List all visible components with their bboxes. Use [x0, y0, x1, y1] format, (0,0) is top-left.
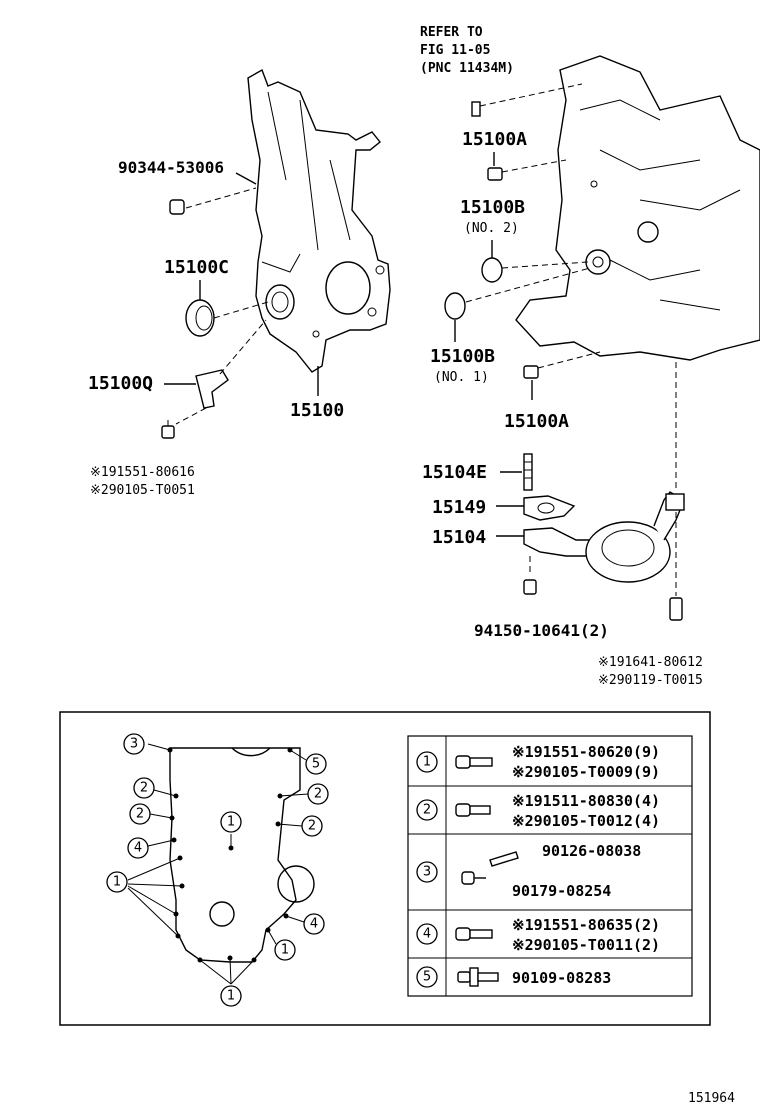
svg-text:2: 2	[136, 807, 144, 822]
o-ring-no2	[481, 257, 503, 283]
svg-text:4: 4	[134, 841, 142, 856]
sensor-bolt-alt2: ※290105-T0051	[90, 483, 195, 498]
bolt-map-dots	[167, 747, 293, 963]
oil-seal-15100C	[185, 299, 215, 337]
part-15100B-bot-note: (NO. 1)	[434, 370, 489, 385]
table-row-1: 1 ※191551-80620(9) ※290105-T0009(9)	[416, 743, 660, 781]
table-row-4-line2: ※290105-T0011(2)	[512, 936, 660, 954]
part-15100B-top-note: (NO. 2)	[464, 221, 519, 236]
svg-text:1: 1	[281, 943, 289, 958]
callout-3: 3	[123, 733, 145, 755]
part-15100A-top-label: 15100A	[462, 129, 527, 150]
bolt-icon	[455, 755, 471, 769]
part-15149-label: 15149	[432, 497, 486, 518]
part-15100-label: 15100	[290, 400, 344, 421]
callout-1b: 1	[220, 811, 242, 833]
refer-line1: REFER TO	[420, 25, 483, 40]
callout-4b: 4	[303, 913, 325, 935]
nut-94150	[523, 579, 537, 595]
timing-cover-outline	[247, 68, 391, 373]
table-row-5-index: 5	[423, 970, 431, 985]
table-row-1-index: 1	[423, 755, 431, 770]
stud-15104E	[523, 453, 533, 491]
table-row-4-index: 4	[423, 927, 431, 942]
bolt-map-frame	[59, 711, 711, 1026]
table-row-4-line1: ※191551-80635(2)	[512, 916, 660, 934]
table-row-1-line2: ※290105-T0009(9)	[512, 763, 660, 781]
part-15100B-top-label: 15100B	[460, 197, 525, 218]
timing-cover-assembly	[247, 68, 391, 373]
table-row-5: 5 90109-08283	[416, 966, 611, 988]
svg-text:2: 2	[140, 781, 148, 796]
table-row-1-line1: ※191551-80620(9)	[512, 743, 660, 761]
callout-1c: 1	[274, 939, 296, 961]
part-15100Q-label: 15100Q	[88, 373, 153, 394]
sensor-bolt-alt1: ※191551-80616	[90, 465, 195, 480]
strainer-bolt-alt2: ※290119-T0015	[598, 673, 703, 688]
callout-2d: 2	[301, 815, 323, 837]
part-15100A-bot-label: 15100A	[504, 411, 569, 432]
table-row-2-line1: ※191511-80830(4)	[512, 792, 660, 810]
part-94150-label: 94150-10641(2)	[474, 621, 609, 640]
callout-1a: 1	[106, 871, 128, 893]
plug-90344	[169, 199, 185, 215]
refer-line3: (PNC 11434M)	[420, 61, 514, 76]
callout-2a: 2	[133, 777, 155, 799]
part-90344-label: 90344-53006	[118, 158, 224, 177]
table-row-3-line1: 90126-08038	[542, 842, 641, 860]
table-row-2-index: 2	[423, 803, 431, 818]
callout-2b: 2	[129, 803, 151, 825]
dowel-15100A-bottom	[523, 365, 539, 379]
figure-id: 151964	[688, 1091, 735, 1106]
sensor-bolt	[161, 420, 175, 439]
sensor-15100Q	[195, 369, 229, 409]
bolt-map-outline	[169, 747, 315, 963]
table-row-3: 3 90126-08038 90179-08254	[416, 842, 641, 900]
part-15100C-label: 15100C	[164, 257, 229, 278]
cover-seal-bore	[265, 284, 295, 320]
part-15100B-bot-label: 15100B	[430, 346, 495, 367]
part-15104E-label: 15104E	[422, 462, 487, 483]
table-row-5-line1: 90109-08283	[512, 969, 611, 987]
svg-text:1: 1	[113, 875, 121, 890]
gasket-15149	[523, 495, 576, 521]
table-row-3-index: 3	[423, 865, 431, 880]
engine-block	[515, 55, 760, 361]
svg-text:5: 5	[312, 757, 320, 772]
callout-2c: 2	[307, 783, 329, 805]
o-ring-no1	[444, 292, 466, 320]
bolt-table: 1 ※191551-80620(9) ※290105-T0009(9) 2 ※1…	[407, 735, 693, 997]
callout-4a: 4	[127, 837, 149, 859]
part-15104-label: 15104	[432, 527, 486, 548]
table-row-2-line2: ※290105-T0012(4)	[512, 812, 660, 830]
callout-1d: 1	[220, 985, 242, 1007]
strainer-bolt-alt1: ※191641-80612	[598, 655, 703, 670]
dowel-refer	[471, 101, 481, 117]
strainer-bolt	[669, 597, 683, 621]
dowel-15100A-top	[487, 167, 503, 181]
svg-text:2: 2	[308, 819, 316, 834]
cover-hole-right	[325, 261, 371, 315]
svg-text:2: 2	[314, 787, 322, 802]
table-row-4: 4 ※191551-80635(2) ※290105-T0011(2)	[416, 916, 660, 954]
table-row-2: 2 ※191511-80830(4) ※290105-T0012(4)	[416, 792, 660, 830]
svg-text:1: 1	[227, 815, 235, 830]
svg-text:3: 3	[130, 737, 138, 752]
callout-5: 5	[305, 753, 327, 775]
cover-ribs	[267, 91, 351, 251]
bolt-map-leaders	[127, 743, 309, 985]
refer-line2: FIG 11-05	[420, 43, 490, 58]
oil-strainer-15104	[523, 491, 685, 583]
svg-text:1: 1	[227, 989, 235, 1004]
svg-text:4: 4	[310, 917, 318, 932]
table-row-3-line2: 90179-08254	[512, 882, 611, 900]
